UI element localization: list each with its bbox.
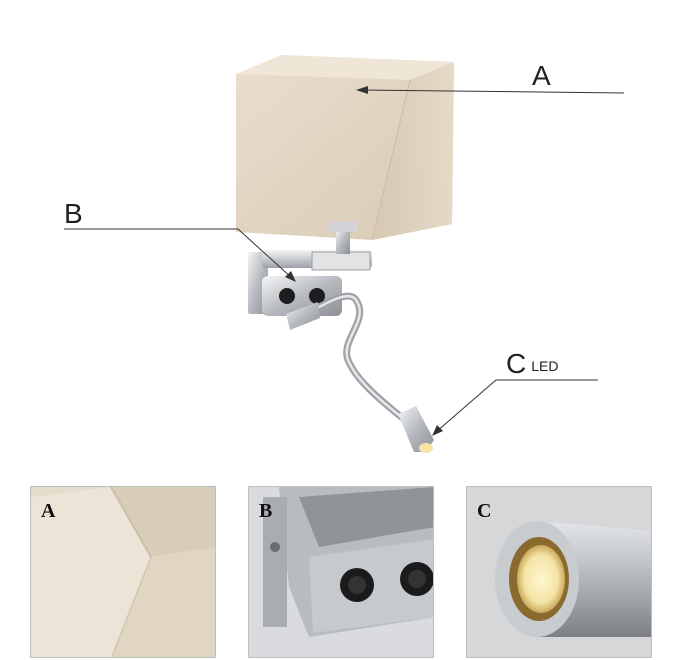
detail-label-c: C — [477, 500, 492, 522]
switch-closeup — [249, 487, 433, 657]
callout-led-text: LED — [531, 358, 559, 374]
detail-panel-b: B — [248, 486, 434, 658]
detail-label-b: B — [259, 500, 273, 522]
detail-panel-a: A — [30, 486, 216, 658]
detail-label-a: A — [41, 500, 56, 522]
lamp-illustration — [64, 55, 625, 453]
fabric-closeup — [31, 487, 215, 657]
lampshade — [236, 55, 454, 241]
callout-label-a: A — [532, 60, 551, 91]
led-closeup — [467, 487, 651, 657]
detail-panel-c: C — [466, 486, 652, 658]
callout-lines — [64, 86, 625, 436]
callout-letter-c: C — [506, 348, 527, 379]
callout-label-b: B — [64, 198, 83, 229]
gooseneck-arm — [286, 292, 434, 453]
